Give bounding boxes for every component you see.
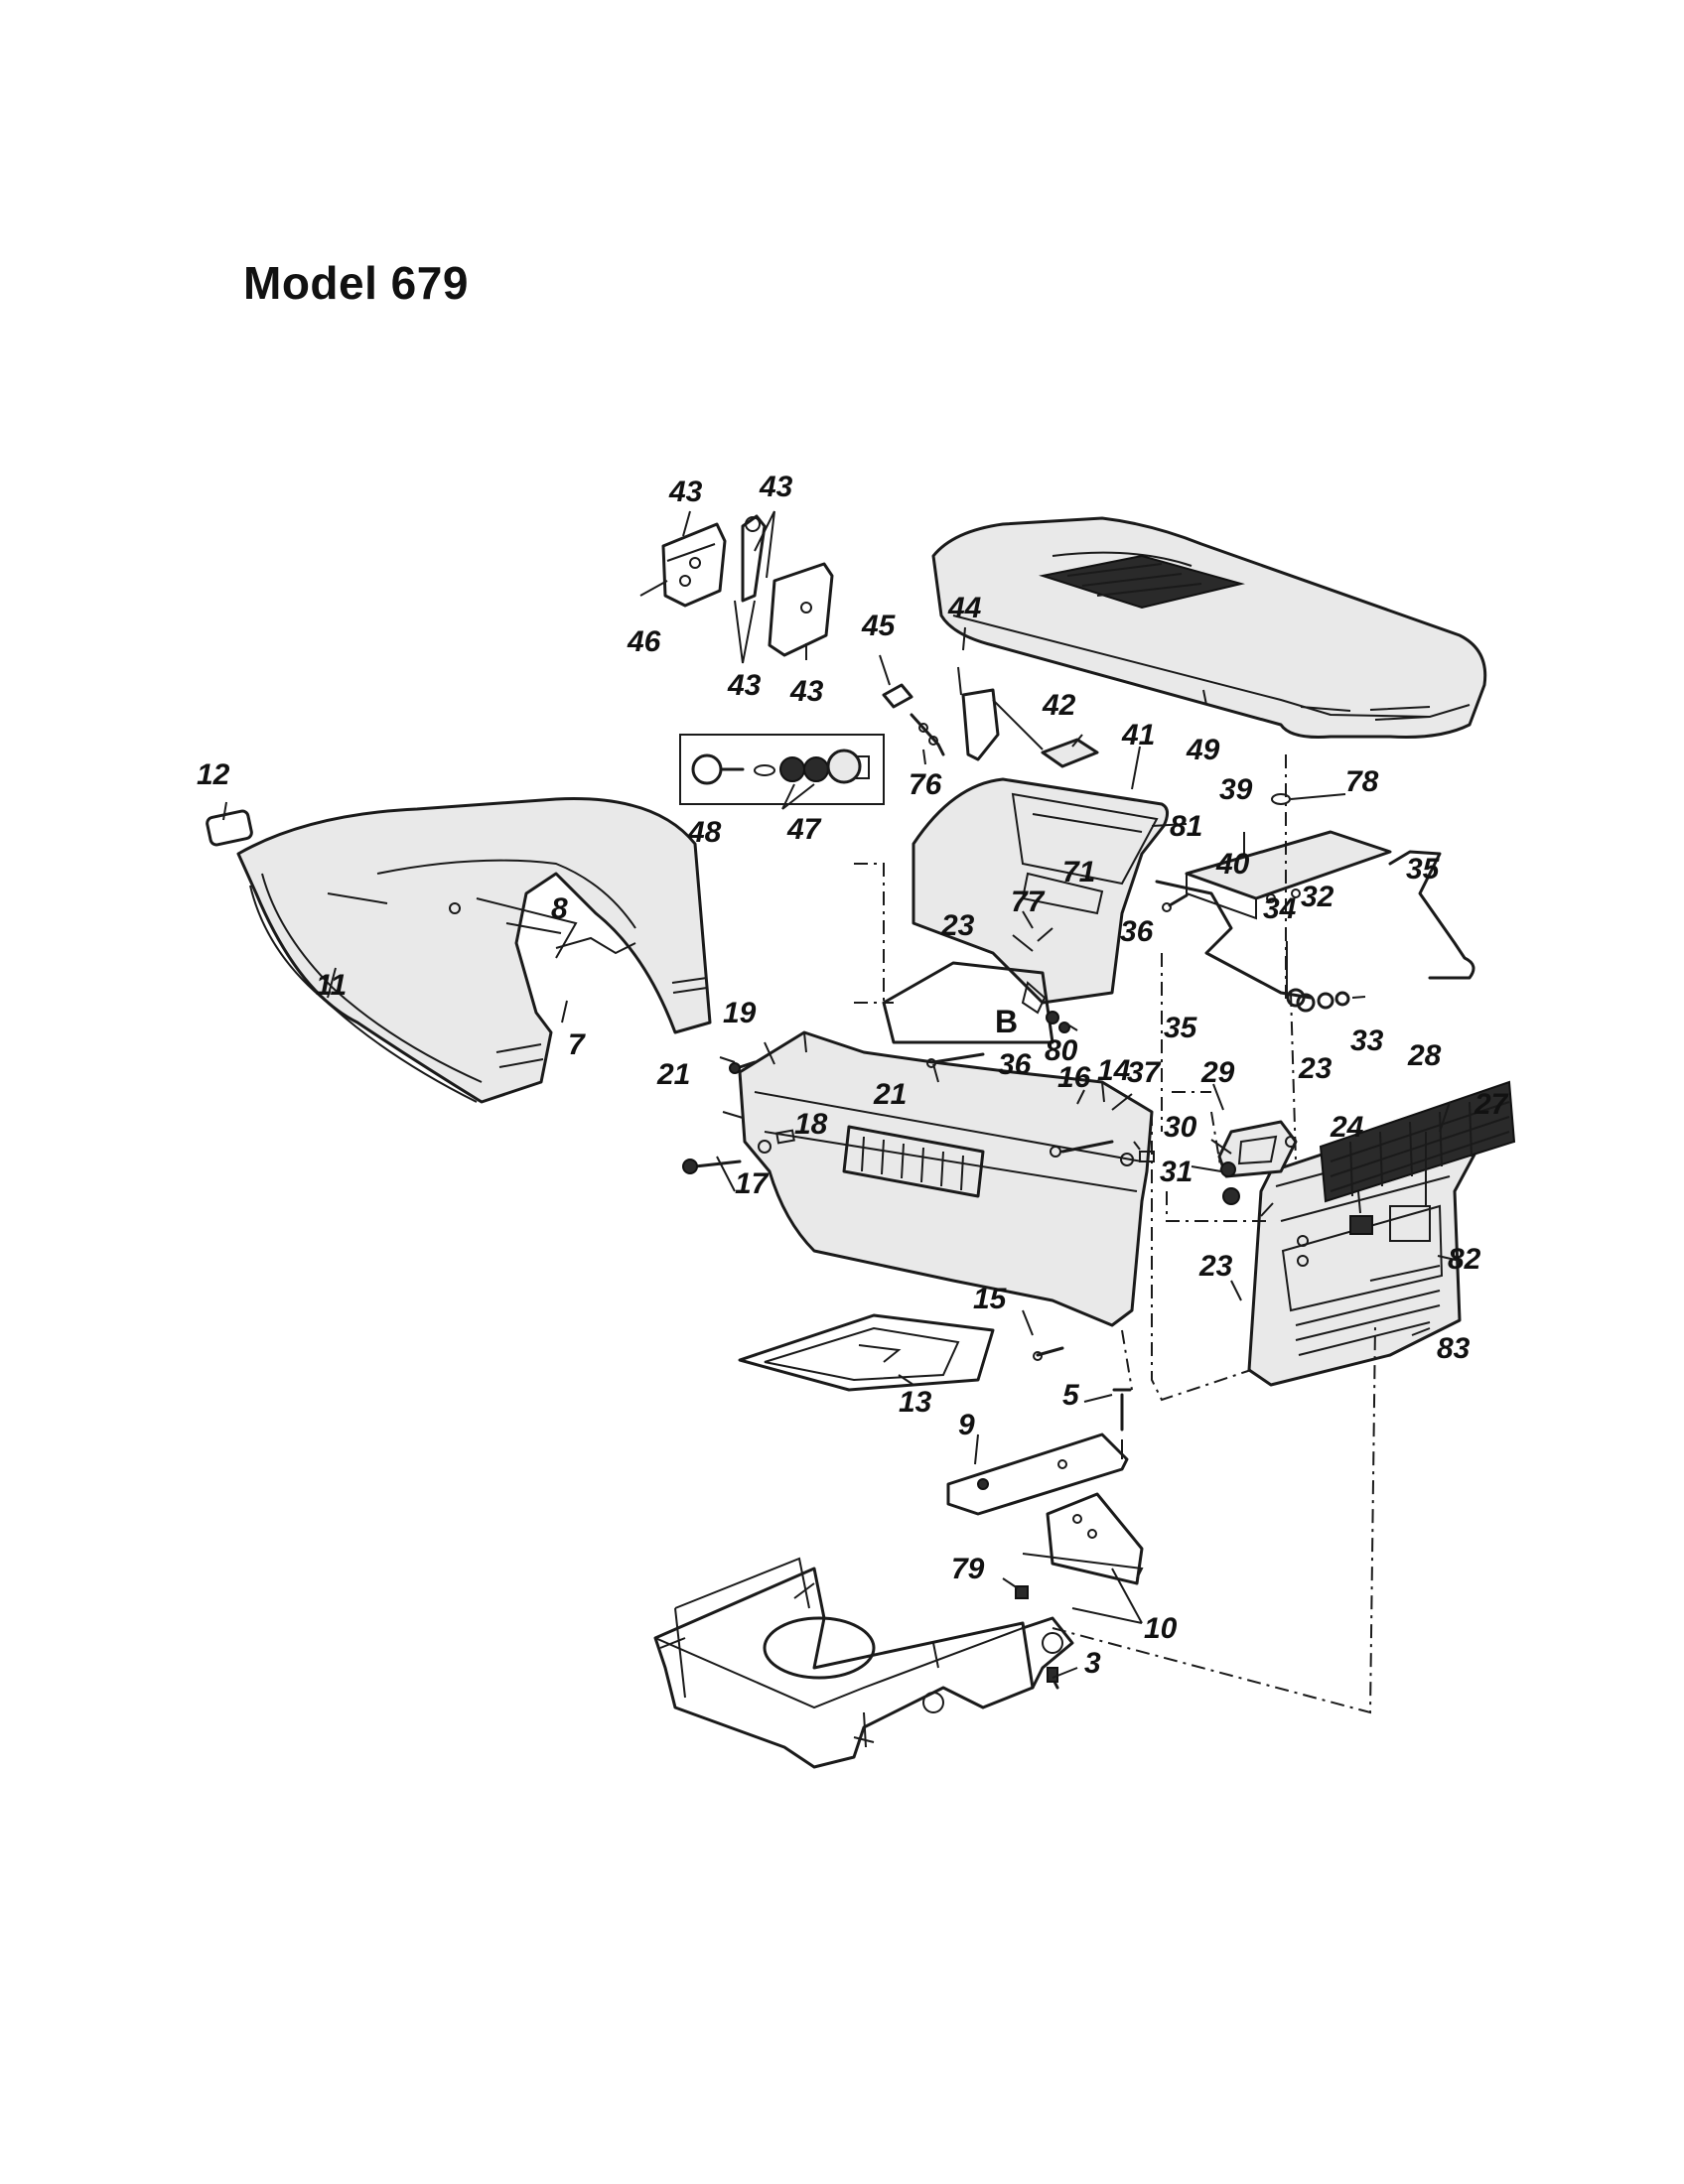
callout-11: 11 — [316, 969, 347, 1002]
tractor-frame — [653, 1557, 1074, 1769]
callout-9: 9 — [958, 1409, 975, 1441]
callout-41: 41 — [1121, 719, 1155, 751]
callout-36-a: 36 — [1120, 915, 1154, 948]
callout-labels: 43 43 43 43 46 45 44 42 49 41 76 48 47 8… — [197, 471, 1509, 1680]
leader-lines — [327, 510, 1461, 1679]
mesh-grille-screen — [1319, 1080, 1516, 1203]
callout-44: 44 — [947, 592, 982, 624]
mount-brackets — [946, 1388, 1144, 1599]
callout-32: 32 — [1301, 881, 1334, 913]
callout-24: 24 — [1330, 1111, 1364, 1144]
callout-18: 18 — [794, 1108, 828, 1141]
dash-panel — [912, 777, 1188, 1005]
callout-29: 29 — [1200, 1056, 1235, 1089]
callout-46: 46 — [627, 625, 661, 658]
callout-37: 37 — [1127, 1056, 1162, 1089]
callout-45: 45 — [861, 610, 897, 642]
callout-77: 77 — [1011, 886, 1046, 918]
callout-23-a: 23 — [940, 909, 975, 942]
fender-part — [236, 797, 712, 1104]
callout-43-b: 43 — [759, 471, 793, 503]
callout-36-b: 36 — [998, 1048, 1032, 1081]
page-title: Model 679 — [243, 257, 469, 309]
callout-43-d: 43 — [789, 675, 824, 708]
callout-34: 34 — [1263, 892, 1297, 925]
callout-39: 39 — [1219, 773, 1253, 806]
small-fasteners — [1271, 754, 1366, 1013]
bumper-pad — [206, 801, 253, 847]
callout-21-b: 21 — [873, 1078, 907, 1111]
floor-plate — [738, 1313, 995, 1392]
callout-16: 16 — [1057, 1061, 1091, 1094]
ignition-parts-box — [679, 734, 885, 805]
callout-40: 40 — [1215, 848, 1250, 881]
callout-31: 31 — [1160, 1156, 1193, 1188]
front-panel-vents — [842, 1125, 985, 1198]
front-panel — [738, 1030, 1155, 1327]
callout-19: 19 — [723, 997, 757, 1029]
callout-82: 82 — [1448, 1243, 1481, 1276]
callout-79: 79 — [951, 1553, 985, 1585]
hinge-brackets — [639, 514, 834, 657]
panel-fasteners — [682, 893, 1189, 1361]
hood-part — [931, 516, 1487, 739]
callout-81: 81 — [1170, 810, 1202, 843]
callout-5: 5 — [1062, 1379, 1080, 1412]
callout-76: 76 — [909, 768, 942, 801]
callout-10: 10 — [1144, 1612, 1178, 1645]
callout-43-a: 43 — [668, 476, 703, 508]
callout-43-c: 43 — [727, 669, 762, 702]
callout-7: 7 — [568, 1028, 586, 1061]
callout-21-a: 21 — [656, 1058, 690, 1091]
callout-71: 71 — [1062, 856, 1095, 888]
assembly-guide-lines — [854, 953, 1376, 1714]
callout-78: 78 — [1345, 765, 1379, 798]
latch-parts — [882, 666, 1099, 768]
callout-B: B — [995, 1004, 1018, 1039]
callout-30: 30 — [1164, 1111, 1197, 1144]
callout-35-b: 35 — [1164, 1012, 1198, 1044]
callout-23-b: 23 — [1298, 1052, 1333, 1085]
callout-15: 15 — [973, 1283, 1008, 1315]
callout-13: 13 — [899, 1386, 932, 1419]
callout-49: 49 — [1186, 734, 1220, 766]
callout-80: 80 — [1045, 1034, 1078, 1067]
callout-3: 3 — [1084, 1647, 1101, 1680]
callout-35-a: 35 — [1406, 853, 1441, 886]
callout-14: 14 — [1097, 1054, 1131, 1087]
callout-47: 47 — [786, 813, 822, 846]
callout-17: 17 — [735, 1167, 770, 1200]
callout-23-c: 23 — [1198, 1250, 1233, 1283]
callout-12: 12 — [197, 758, 230, 791]
hood-vent-grille — [1039, 554, 1245, 610]
callout-48: 48 — [687, 816, 722, 849]
callout-27: 27 — [1474, 1088, 1509, 1121]
callout-28: 28 — [1407, 1039, 1442, 1072]
callout-42: 42 — [1042, 689, 1076, 722]
callout-33: 33 — [1350, 1024, 1384, 1057]
callout-8: 8 — [551, 892, 568, 925]
callout-83: 83 — [1437, 1332, 1471, 1365]
